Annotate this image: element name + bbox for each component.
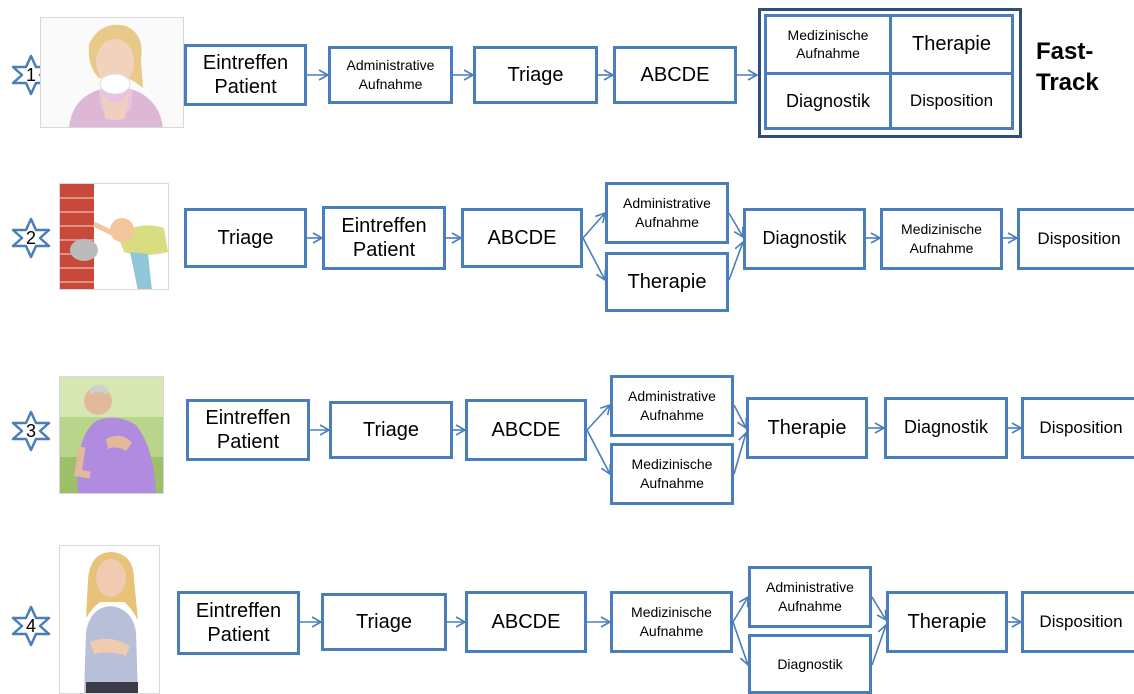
row-number-star: 4	[10, 605, 52, 647]
abcde-box: ABCDE	[461, 208, 583, 268]
row-number: 1	[25, 64, 36, 85]
abcde-box: ABCDE	[465, 399, 587, 461]
row-number-star: 2	[10, 217, 52, 259]
row-number: 4	[25, 615, 36, 636]
eintreffen-patient-box: Eintreffen Patient	[186, 399, 310, 461]
star-icon	[11, 217, 51, 259]
fast-track-disposition: Disposition	[889, 72, 1011, 127]
arrow	[733, 404, 748, 430]
arrow	[728, 212, 744, 239]
arrow	[732, 621, 751, 667]
fast-track-therapie: Therapie	[889, 17, 1011, 72]
abdominal-pain-woman-photo	[59, 545, 160, 694]
eintreffen-patient-box: Eintreffen Patient	[184, 44, 307, 106]
disposition-box: Disposition	[1017, 208, 1134, 270]
therapie-box: Therapie	[746, 397, 868, 459]
arrow	[871, 596, 887, 622]
eintreffen-patient-box: Eintreffen Patient	[322, 206, 446, 270]
row-number: 3	[25, 420, 36, 441]
administrative-aufnahme-box: Administrative Aufnahme	[610, 375, 734, 437]
arrow	[871, 623, 889, 666]
medizinische-aufnahme-box: Medizinische Aufnahme	[880, 208, 1003, 270]
star-icon	[11, 410, 51, 452]
therapie-box: Therapie	[886, 591, 1008, 653]
arrow	[732, 595, 749, 623]
medizinische-aufnahme-box: Medizinische Aufnahme	[610, 443, 734, 505]
arrow	[586, 403, 612, 431]
triage-box: Triage	[473, 46, 598, 104]
diagnostik-box: Diagnostik	[884, 397, 1008, 459]
fast-track-diagnostik: Diagnostik	[767, 72, 889, 127]
fast-track-label: Fast- Track	[1036, 38, 1099, 97]
row-number: 2	[25, 227, 36, 248]
abcde-box: ABCDE	[465, 591, 587, 653]
medizinische-aufnahme-box: Medizinische Aufnahme	[610, 591, 733, 653]
coughing-man-photo	[59, 183, 169, 290]
arrow	[582, 237, 607, 282]
arrow	[586, 429, 612, 476]
arrow	[728, 240, 746, 281]
fast-track-medizinische-aufnahme: Medizinische Aufnahme	[787, 27, 869, 61]
disposition-box: Disposition	[1021, 591, 1134, 653]
eintreffen-patient-box: Eintreffen Patient	[177, 591, 300, 655]
chest-pain-man-photo	[59, 376, 164, 494]
disposition-box: Disposition	[1021, 397, 1134, 459]
administrative-aufnahme-box: Administrative Aufnahme	[748, 566, 872, 628]
therapie-box: Therapie	[605, 252, 729, 312]
triage-box: Triage	[329, 401, 453, 459]
fast-track-grid: Medizinische Aufnahme Therapie Diagnosti…	[764, 14, 1014, 130]
arrow	[733, 431, 750, 475]
star-icon	[11, 605, 51, 647]
diagnostik-box: Diagnostik	[748, 634, 872, 694]
administrative-aufnahme-box: Administrative Aufnahme	[328, 46, 453, 104]
sneezing-woman-photo	[40, 17, 184, 128]
arrow	[582, 211, 607, 239]
row-number-star: 3	[10, 410, 52, 452]
administrative-aufnahme-box: Administrative Aufnahme	[605, 182, 729, 244]
diagnostik-box: Diagnostik	[743, 208, 866, 270]
abcde-box: ABCDE	[613, 46, 737, 104]
triage-box: Triage	[184, 208, 307, 268]
triage-box: Triage	[321, 593, 447, 651]
